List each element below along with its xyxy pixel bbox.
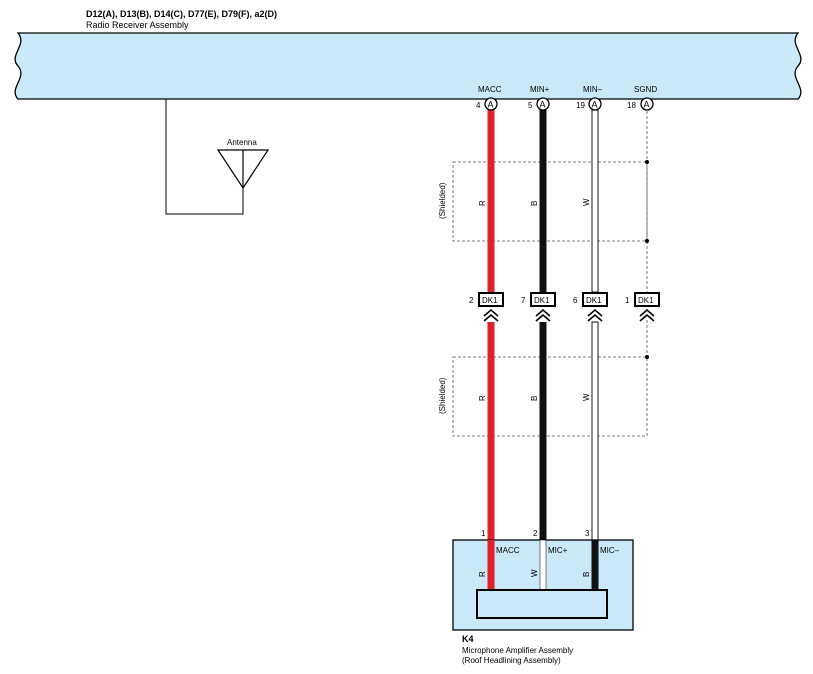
svg-text:A: A xyxy=(644,100,650,110)
wire-white-lower xyxy=(591,321,599,541)
mic-amp-code: K4 xyxy=(462,634,474,644)
mic-amp-location: (Roof Headlining Assembly) xyxy=(462,656,561,665)
radio-assembly-name: Radio Receiver Assembly xyxy=(86,20,189,30)
radio-connector-codes: D12(A), D13(B), D14(C), D77(E), D79(F), … xyxy=(86,9,277,19)
shield-junction-dot xyxy=(645,239,649,243)
shield-junction-dot xyxy=(645,160,649,164)
radio-receiver-assembly xyxy=(14,32,802,100)
wire-color-label-w-upper: W xyxy=(582,198,591,206)
svg-text:DK1: DK1 xyxy=(638,296,654,305)
terminal-connector-a-3: A xyxy=(588,97,602,111)
svg-text:A: A xyxy=(592,100,598,110)
junction-connector-dk1-pin-6: DK1 6 xyxy=(573,292,608,322)
mic-amp-signal-mic-plus: MIC+ xyxy=(548,546,568,555)
wire-white-upper xyxy=(591,109,599,293)
shield-label-upper: (Shielded) xyxy=(438,182,447,219)
shield-box-lower xyxy=(452,356,648,437)
shield-box-upper xyxy=(452,161,648,242)
svg-text:A: A xyxy=(488,100,494,110)
wire-color-label-r-upper: R xyxy=(478,200,487,206)
junction-connector-dk1-pin-7: DK1 7 xyxy=(521,292,556,322)
terminal-pin-18: 18 xyxy=(627,101,636,110)
terminal-connector-a-4: A xyxy=(640,97,654,111)
mic-amp-wire-color-b: B xyxy=(582,572,591,577)
antenna-label: Antenna xyxy=(227,138,257,147)
terminal-pin-4: 4 xyxy=(476,101,481,110)
svg-text:DK1: DK1 xyxy=(586,296,602,305)
terminal-signal-min-minus: MIN– xyxy=(583,85,603,94)
wire-color-label-b-upper: B xyxy=(530,201,539,206)
mic-amp-pin-1: 1 xyxy=(481,529,486,538)
mic-amp-module xyxy=(476,589,608,619)
terminal-signal-min-plus: MIN+ xyxy=(530,85,550,94)
junction-connector-dk1-pin-2: DK1 2 xyxy=(469,292,504,322)
terminal-signal-macc: MACC xyxy=(478,85,502,94)
terminal-pin-19: 19 xyxy=(576,101,585,110)
svg-text:DK1: DK1 xyxy=(482,296,498,305)
svg-text:A: A xyxy=(540,100,546,110)
shield-junction-dot xyxy=(645,355,649,359)
mic-amp-wire-color-w: W xyxy=(530,569,539,577)
wire-color-label-r-lower: R xyxy=(478,395,487,401)
svg-text:DK1: DK1 xyxy=(534,296,550,305)
mic-amp-wire-white xyxy=(539,539,547,591)
terminal-pin-5: 5 xyxy=(528,101,533,110)
shield-label-lower: (Shielded) xyxy=(438,377,447,414)
mic-amp-signal-mic-minus: MIC– xyxy=(600,546,620,555)
terminal-connector-a-2: A xyxy=(536,97,550,111)
mic-amp-pin-3: 3 xyxy=(585,529,590,538)
terminal-signal-sgnd: SGND xyxy=(634,85,657,94)
svg-text:6: 6 xyxy=(573,296,578,305)
terminal-connector-a-1: A xyxy=(484,97,498,111)
svg-text:2: 2 xyxy=(469,296,474,305)
mic-amp-name: Microphone Amplifier Assembly xyxy=(462,646,573,655)
svg-text:1: 1 xyxy=(625,296,630,305)
mic-amp-signal-macc: MACC xyxy=(496,546,520,555)
mic-amp-wire-color-r: R xyxy=(478,571,487,577)
junction-connector-dk1-pin-1: DK1 1 xyxy=(625,292,660,322)
wire-color-label-b-lower: B xyxy=(530,396,539,401)
wire-color-label-w-lower: W xyxy=(582,393,591,401)
svg-text:7: 7 xyxy=(521,296,526,305)
mic-amp-pin-2: 2 xyxy=(533,529,538,538)
antenna-wire xyxy=(165,99,244,215)
